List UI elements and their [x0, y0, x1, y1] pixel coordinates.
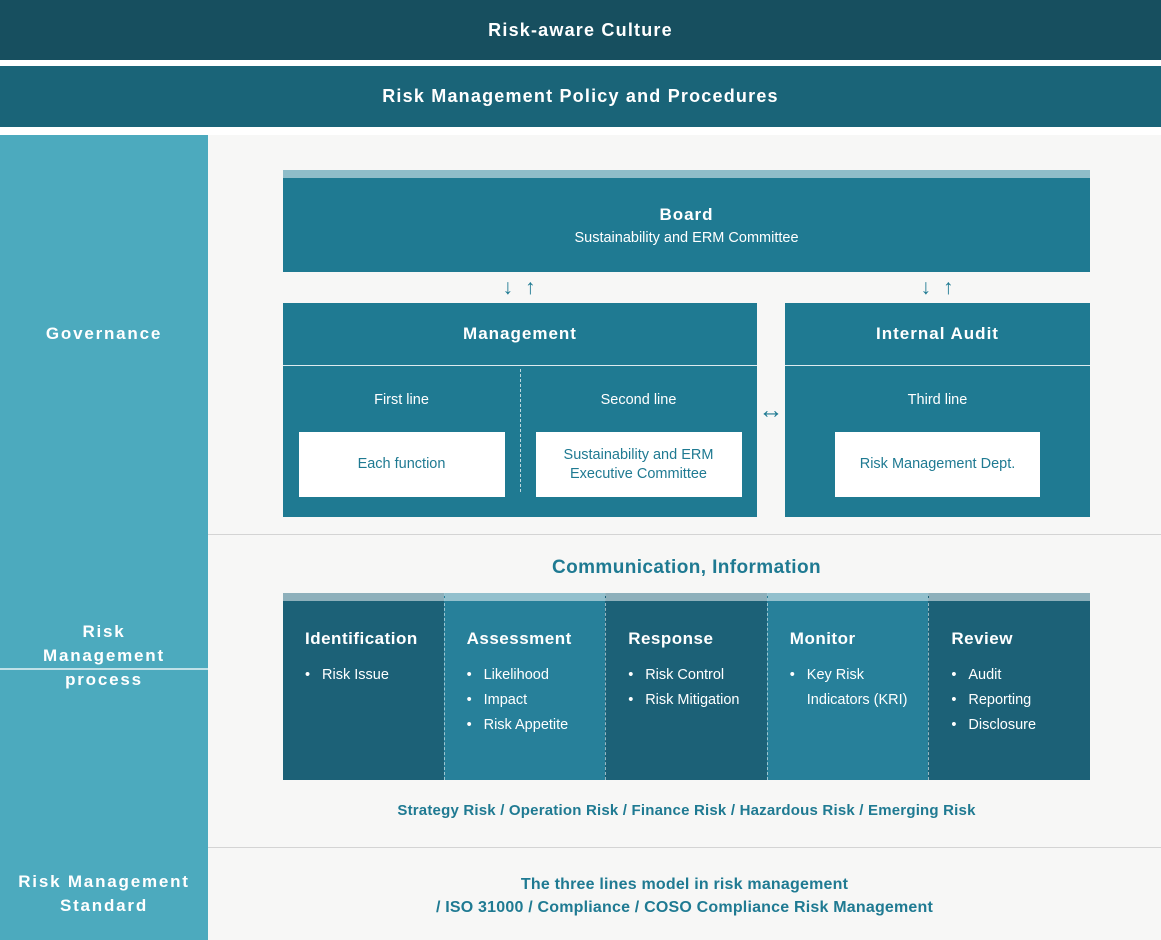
arrow-up-icon: ↑	[943, 276, 954, 299]
erm-executive-committee-box: Sustainability and ERM Executive Committ…	[535, 432, 742, 497]
management-panel-header: Management	[283, 303, 757, 366]
process-item: Impact	[467, 688, 594, 713]
each-function-box: Each function	[298, 432, 505, 497]
banner-risk-aware-culture-label: Risk-aware Culture	[488, 19, 673, 40]
process-column-items: AuditReportingDisclosure	[951, 663, 1078, 738]
process-item: Audit	[951, 663, 1078, 688]
process-item: Risk Appetite	[467, 713, 594, 738]
risk-management-dept-box: Risk Management Dept.	[835, 432, 1040, 497]
board-subtitle: Sustainability and ERM Committee	[574, 229, 799, 246]
process-column-review: Review AuditReportingDisclosure	[928, 593, 1090, 780]
arrow-down-icon: ↓	[502, 276, 514, 299]
board-panel: Board Sustainability and ERM Committee	[283, 170, 1090, 272]
section-divider	[208, 847, 1161, 848]
banner-risk-aware-culture: Risk-aware Culture	[0, 0, 1161, 60]
process-column-response: Response Risk ControlRisk Mitigation	[605, 593, 767, 780]
process-column-title: Review	[951, 629, 1013, 648]
process-column-title: Assessment	[466, 629, 572, 648]
process-column-items: LikelihoodImpactRisk Appetite	[467, 663, 594, 738]
process-item: Risk Control	[628, 663, 755, 688]
board-title: Board	[659, 204, 714, 224]
process-columns: Identification Risk Issue Assessment Lik…	[283, 593, 1090, 780]
process-item: Disclosure	[951, 713, 1078, 738]
board-panel-content: Board Sustainability and ERM Committee	[283, 178, 1090, 272]
banner-policy-procedures: Risk Management Policy and Procedures	[0, 66, 1161, 127]
sidebar-section-process: Risk Management process	[0, 535, 208, 845]
management-title: Management	[463, 324, 577, 343]
third-line-label: Third line	[907, 392, 968, 408]
arrow-up-icon: ↑	[525, 276, 536, 299]
board-audit-arrows: ↓ ↑	[877, 274, 997, 302]
arrow-down-icon: ↓	[920, 276, 932, 299]
section-divider	[208, 534, 1161, 535]
sidebar-standard-label: Risk Management Standard	[18, 871, 190, 915]
first-second-line-divider	[520, 369, 521, 492]
management-panel: Management First line Each function Seco…	[283, 303, 757, 517]
process-column-title: Response	[628, 629, 714, 648]
management-panel-body: First line Each function Second line Sus…	[283, 366, 757, 516]
first-line-label: First line	[374, 392, 429, 408]
second-line-section: Second line Sustainability and ERM Execu…	[520, 366, 757, 516]
process-column-title: Identification	[305, 629, 418, 648]
process-column-title: Monitor	[789, 629, 856, 648]
internal-audit-panel-body: Third line Risk Management Dept.	[785, 366, 1090, 516]
arrow-left-right-icon: ↔	[758, 395, 784, 424]
process-column-assessment: Assessment LikelihoodImpactRisk Appetite	[443, 593, 606, 780]
communication-information-heading: Communication, Information	[551, 557, 821, 578]
process-column-items: Key Risk Indicators (KRI)	[790, 663, 917, 713]
process-item: Reporting	[951, 688, 1078, 713]
risk-types-line: Strategy Risk / Operation Risk / Finance…	[397, 802, 976, 819]
process-item: Likelihood	[467, 663, 594, 688]
sidebar-process-label: Risk Management process	[43, 622, 165, 689]
sidebar: Governance Risk Management process Risk …	[0, 135, 208, 940]
first-line-section: First line Each function	[283, 366, 520, 516]
board-management-arrows: ↓ ↑	[459, 274, 579, 302]
process-item: Risk Mitigation	[628, 688, 755, 713]
second-line-label: Second line	[600, 392, 677, 408]
internal-audit-panel-header: Internal Audit	[785, 303, 1090, 366]
third-line-section: Third line Risk Management Dept.	[785, 366, 1090, 516]
process-item: Key Risk Indicators (KRI)	[790, 663, 917, 713]
sidebar-governance-label: Governance	[45, 324, 163, 343]
sidebar-divider	[0, 668, 208, 670]
process-column-monitor: Monitor Key Risk Indicators (KRI)	[766, 593, 929, 780]
internal-audit-panel: Internal Audit Third line Risk Managemen…	[785, 303, 1090, 517]
sidebar-section-governance: Governance	[0, 135, 208, 533]
process-item: Risk Issue	[305, 663, 432, 688]
banner-policy-procedures-label: Risk Management Policy and Procedures	[382, 86, 779, 106]
process-column-items: Risk ControlRisk Mitigation	[628, 663, 755, 713]
process-column-items: Risk Issue	[305, 663, 432, 688]
internal-audit-title: Internal Audit	[876, 324, 999, 343]
sidebar-section-standard: Risk Management Standard	[0, 847, 208, 940]
process-column-identification: Identification Risk Issue	[283, 593, 444, 780]
risk-management-standard-text: The three lines model in risk management…	[435, 876, 934, 916]
